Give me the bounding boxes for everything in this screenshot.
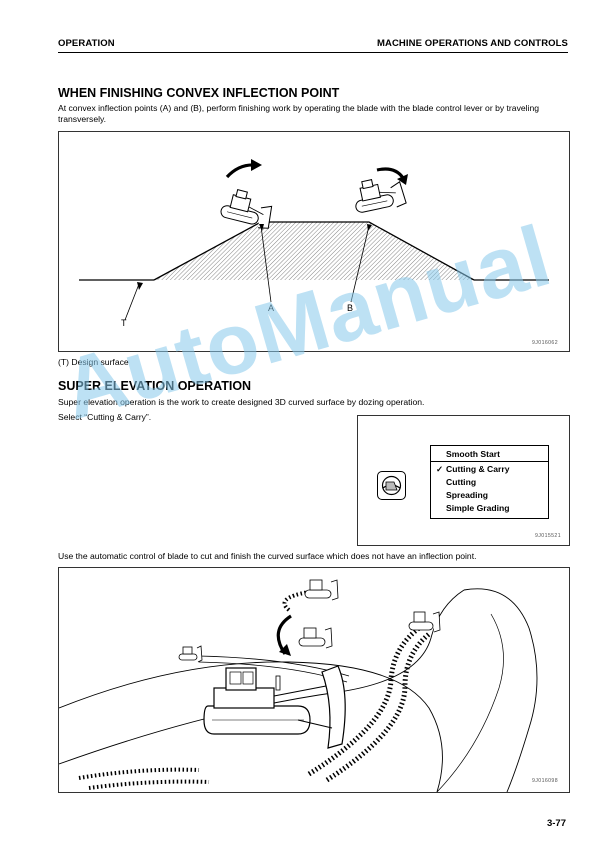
track-marks-4 xyxy=(88,779,210,790)
header-right: MACHINE OPERATIONS AND CONTROLS xyxy=(377,38,568,49)
label-t: T xyxy=(121,318,127,328)
menu-check-icon: ✓ xyxy=(436,464,444,474)
dozer-left xyxy=(220,189,273,229)
section2-body: Super elevation operation is the work to… xyxy=(58,397,425,407)
section2-body2: Use the automatic control of blade to cu… xyxy=(58,551,477,561)
terrain-curve-2 xyxy=(58,589,465,765)
blade-mode-icon xyxy=(381,475,402,496)
menu-item-cutting-carry[interactable]: Cutting & Carry xyxy=(446,464,510,474)
terrain-curve-4 xyxy=(436,613,504,793)
track-marks-5 xyxy=(282,590,310,612)
figure-super-elevation: 9J016098 xyxy=(58,567,570,793)
figure3-code: 9J016098 xyxy=(532,778,558,784)
terrain-curve-1 xyxy=(58,661,443,793)
track-marks-1 xyxy=(307,626,421,777)
label-a: A xyxy=(268,303,274,313)
section1-caption: (T) Design surface xyxy=(58,357,129,367)
menu-item-cutting[interactable]: Cutting xyxy=(446,477,477,487)
menu-item-simple-grading[interactable]: Simple Grading xyxy=(446,503,510,513)
dozer-small-4 xyxy=(408,611,441,633)
dozer-small-1 xyxy=(304,579,339,601)
track-marks-3 xyxy=(78,767,200,780)
design-surface-line xyxy=(153,221,475,281)
section1-title: WHEN FINISHING CONVEX INFLECTION POINT xyxy=(58,86,340,100)
menu-divider xyxy=(431,461,548,462)
header-left: OPERATION xyxy=(58,38,115,49)
section2-title: SUPER ELEVATION OPERATION xyxy=(58,379,252,393)
figure2-code: 9J015521 xyxy=(535,533,561,539)
rotate-arrow-right-head xyxy=(397,174,408,185)
rotate-arrow-right xyxy=(376,167,405,179)
leader-t xyxy=(124,283,140,321)
leader-b xyxy=(350,225,370,303)
page-number: 3-77 xyxy=(546,818,566,829)
section1-body: At convex inflection points (A) and (B),… xyxy=(58,103,540,124)
rotate-arrow-left-head xyxy=(251,159,262,171)
rotate-arrow-left xyxy=(225,163,256,179)
curve-arrow-head xyxy=(279,644,291,656)
menu-item-spreading[interactable]: Spreading xyxy=(446,490,489,500)
section2-instruction: Select “Cutting & Carry”. xyxy=(58,412,152,422)
figure-convex-inflection: T A B 9J016062 xyxy=(58,131,570,352)
mode-menu-box: Smooth Start ✓ Cutting & Carry Cutting S… xyxy=(430,445,549,519)
dozer-small-3 xyxy=(178,645,203,663)
convex-inflection-diagram: T A B 9J016062 xyxy=(79,159,558,346)
menu-header-smooth-start[interactable]: Smooth Start xyxy=(446,449,500,459)
label-b: B xyxy=(347,303,353,313)
mode-icon-frame xyxy=(377,471,406,500)
dozer-large xyxy=(203,665,346,749)
dozer-small-2 xyxy=(298,627,333,649)
figure1-code: 9J016062 xyxy=(532,340,558,346)
figure-mode-menu: Smooth Start ✓ Cutting & Carry Cutting S… xyxy=(357,415,570,546)
leader-a xyxy=(260,225,272,303)
dozer-right xyxy=(355,179,407,213)
terrain-curve-3 xyxy=(463,588,538,793)
super-elevation-illustration: 9J016098 xyxy=(58,579,558,793)
header-rule xyxy=(58,52,568,53)
